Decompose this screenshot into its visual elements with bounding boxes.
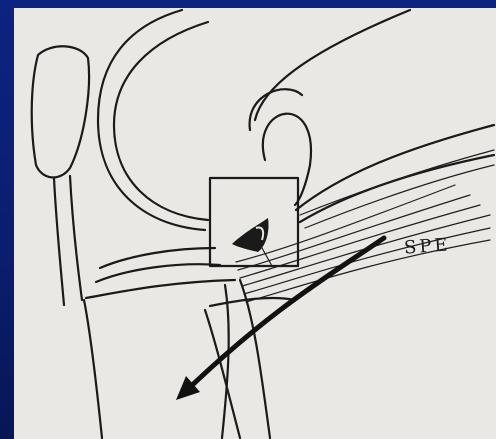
tibia-plateau-curve xyxy=(86,280,235,298)
semimembranosus-fibres xyxy=(236,150,494,302)
highlight-box xyxy=(210,178,298,266)
capsule-arc xyxy=(263,114,311,205)
spe-label: SPE xyxy=(403,234,451,258)
femur-posterior xyxy=(255,10,410,120)
popliteus-edge xyxy=(240,280,270,438)
tibia-posterior xyxy=(222,285,229,438)
femur-condyle-inner xyxy=(114,22,208,220)
patellar-tendon-front xyxy=(54,178,64,305)
patella xyxy=(32,46,89,177)
diagram-photo: SPE xyxy=(14,8,496,439)
tendon-lower-2 xyxy=(210,298,295,306)
patellar-tendon-back xyxy=(70,176,82,300)
tibial-plateau-inner xyxy=(96,264,220,282)
capsule-arc-outer xyxy=(250,89,302,130)
tibia-front xyxy=(84,300,102,438)
knee-sketch xyxy=(14,8,496,439)
small-pointer-line xyxy=(262,248,272,266)
tendon-lower-1 xyxy=(205,310,240,438)
